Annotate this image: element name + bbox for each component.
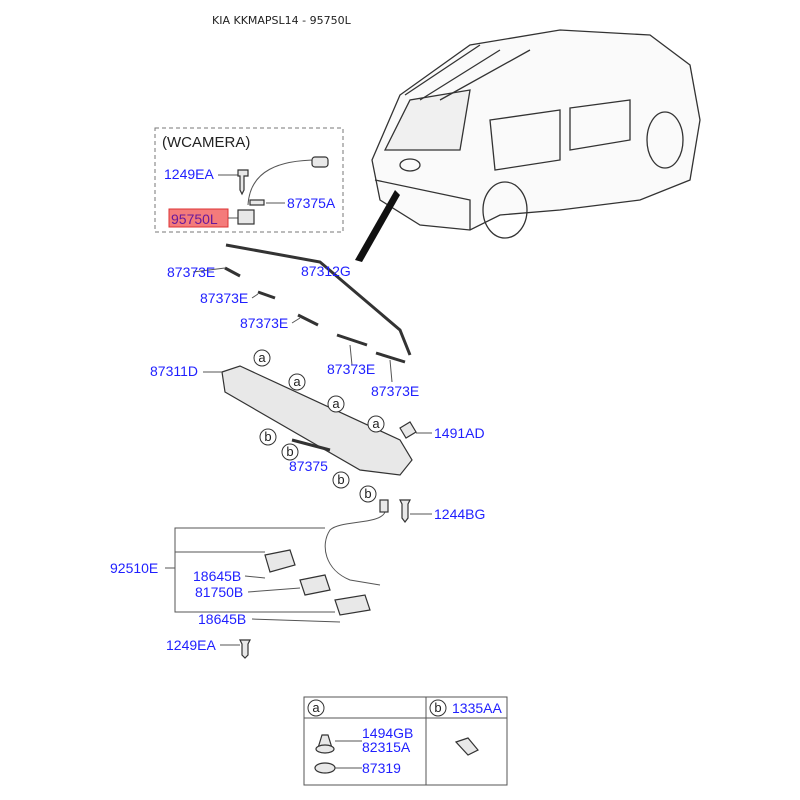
vehicle-illustration bbox=[371, 29, 701, 239]
callout-a: a bbox=[288, 373, 306, 391]
label-1249EA-camera[interactable]: 1249EA bbox=[164, 166, 214, 182]
label-92510E[interactable]: 92510E bbox=[110, 560, 158, 576]
legend-table: a b 1335AA 1494GB 82315A 87319 bbox=[303, 696, 508, 786]
label-81750B[interactable]: 81750B bbox=[195, 584, 243, 600]
legend-87319[interactable]: 87319 bbox=[362, 760, 401, 776]
legend-1335AA[interactable]: 1335AA bbox=[452, 700, 502, 716]
lamp-icon bbox=[299, 574, 331, 596]
camera-cable bbox=[247, 159, 319, 206]
molding-87312G bbox=[225, 243, 412, 356]
garnish-strips bbox=[224, 266, 406, 364]
callouts: a a a a b b b b bbox=[253, 349, 385, 503]
harness-cable bbox=[324, 511, 386, 586]
label-87373E-4[interactable]: 87373E bbox=[327, 361, 375, 377]
callout-b: b bbox=[281, 443, 299, 461]
label-87375A[interactable]: 87375A bbox=[287, 195, 336, 211]
clip-nut-icon bbox=[454, 737, 479, 756]
label-87311D[interactable]: 87311D bbox=[150, 363, 198, 379]
connector-icon bbox=[311, 156, 329, 168]
clip-icon bbox=[399, 421, 417, 439]
label-18645B-2[interactable]: 18645B bbox=[198, 611, 246, 627]
diagram-title: KIA KKMAPSL14 - 95750L bbox=[212, 14, 352, 27]
label-1491AD[interactable]: 1491AD bbox=[434, 425, 485, 441]
lamp-icon bbox=[264, 549, 296, 573]
svg-text:a: a bbox=[372, 416, 380, 431]
callout-b: b bbox=[259, 428, 277, 446]
camera-group-caption: (WCAMERA) bbox=[162, 134, 250, 151]
label-18645B-1[interactable]: 18645B bbox=[193, 568, 241, 584]
label-87373E-2[interactable]: 87373E bbox=[200, 290, 248, 306]
callout-a: a bbox=[253, 349, 271, 367]
grommet-icon bbox=[314, 762, 336, 774]
svg-text:a: a bbox=[258, 350, 266, 365]
camera-group-box bbox=[154, 127, 344, 233]
leader-lines bbox=[165, 527, 341, 646]
label-1249EA[interactable]: 1249EA bbox=[166, 637, 216, 653]
label-87373E-5[interactable]: 87373E bbox=[371, 383, 419, 399]
svg-text:a: a bbox=[293, 374, 301, 389]
label-87312G[interactable]: 87312G bbox=[301, 263, 351, 279]
garnish-87311D bbox=[221, 365, 413, 476]
callout-a: a bbox=[327, 395, 345, 413]
bolt-icon bbox=[399, 499, 411, 523]
svg-text:b: b bbox=[337, 472, 344, 487]
legend-key-b: b bbox=[434, 700, 441, 715]
camera-icon bbox=[237, 209, 255, 225]
label-87375[interactable]: 87375 bbox=[289, 458, 328, 474]
svg-text:b: b bbox=[264, 429, 271, 444]
legend-82315A[interactable]: 82315A bbox=[362, 739, 411, 755]
label-87373E-3[interactable]: 87373E bbox=[240, 315, 288, 331]
callout-a: a bbox=[367, 415, 385, 433]
screw-icon bbox=[239, 639, 251, 659]
callout-b: b bbox=[332, 471, 350, 489]
lamp-icon bbox=[334, 594, 371, 616]
legend-1494GB[interactable]: 1494GB bbox=[362, 725, 413, 741]
legend-key-a: a bbox=[312, 700, 320, 715]
callout-b: b bbox=[359, 485, 377, 503]
screw-icon bbox=[237, 169, 249, 196]
label-1244BG[interactable]: 1244BG bbox=[434, 506, 485, 522]
label-87373E-1[interactable]: 87373E bbox=[167, 264, 215, 280]
svg-text:b: b bbox=[286, 444, 293, 459]
svg-text:b: b bbox=[364, 486, 371, 501]
svg-text:a: a bbox=[332, 396, 340, 411]
pointer-arrow bbox=[355, 190, 400, 262]
label-95750L[interactable]: 95750L bbox=[171, 211, 218, 227]
